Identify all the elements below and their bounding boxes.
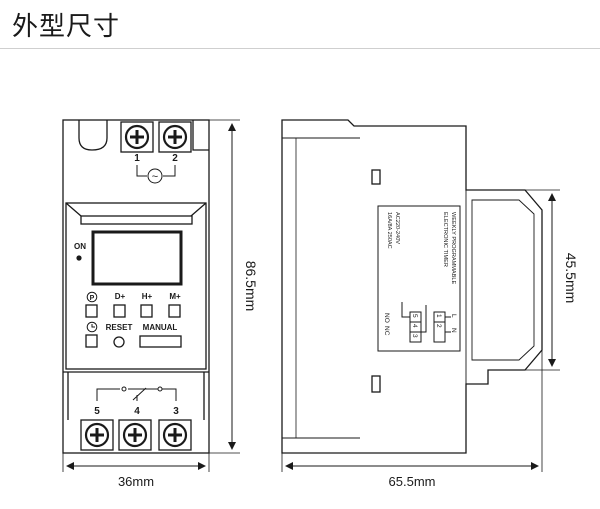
wiring-num-1: 1 [435,314,442,318]
ac-supply-wire [136,165,176,177]
terminal-1-screw [119,120,155,154]
h-plus-label: H+ [142,292,153,301]
label-line-2: ELECTRONIC TIMER [442,212,448,267]
terminal-2-label: 2 [172,153,178,164]
page-title: 外型尺寸 [12,12,121,42]
terminal-3-screw [157,418,193,452]
label-line-3: AC220-240V [394,212,400,244]
program-button [85,304,98,318]
terminal-3-label: 3 [173,406,179,417]
front-top-side-step [192,120,209,151]
front-width-dimension: 36mm [62,453,210,489]
ac-symbol-label: ~ [152,171,158,183]
side-body-outline [281,119,543,454]
terminal-4-screw [117,418,153,452]
relay-contact-wiring [96,387,177,401]
wiring-num-2: 2 [435,324,442,328]
front-height-label: 86.5mm [243,261,259,312]
wiring-no-label: NO [383,313,390,323]
terminal-1-label: 1 [134,153,140,164]
wiring-n-label: N [450,328,457,333]
terminal-5-screw [79,418,115,452]
m-plus-button [168,304,181,318]
ac-supply-symbol [147,168,163,184]
front-body-outline [62,119,210,454]
svg-text:P: P [90,295,95,302]
side-label-plate [377,205,461,352]
d-plus-button [113,304,126,318]
program-icon [86,291,98,303]
relay-wire-lines [401,302,427,333]
terminal-5-label: 5 [94,406,100,417]
side-body-ribs [282,137,360,439]
din-clip-profile [465,190,535,384]
on-led [76,255,82,261]
terminal-2-screw [157,120,193,154]
front-face-top-lip [80,215,193,225]
on-label: ON [74,242,86,251]
wiring-num-3: 3 [411,334,418,338]
front-face-bevels [65,202,207,217]
title-divider [0,48,600,49]
wiring-num-5: 5 [411,314,418,318]
side-height-dimension: 45.5mm [525,189,579,371]
supply-wire-lines [445,316,451,333]
wiring-l-label: L [450,314,457,318]
wiring-nc-label: NC [383,326,390,336]
manual-button [139,335,182,348]
front-width-label: 36mm [118,474,154,489]
label-line-1: WEEKLY PROGRAMMABLE [450,212,456,284]
h-plus-button [140,304,153,318]
front-height-dimension: 86.5mm [209,119,259,454]
front-lower-walls [67,372,205,420]
front-face-plate [65,202,207,370]
wiring-block-relay [409,311,422,343]
manual-label: MANUAL [143,323,178,332]
side-upper-slot [371,169,381,185]
side-lower-slot [371,375,381,393]
clock-button [85,334,98,348]
side-width-dimension: 65.5mm [281,350,543,489]
terminal-4-label: 4 [134,406,140,417]
d-plus-label: D+ [115,292,126,301]
reset-label: RESET [106,323,133,332]
side-view: WEEKLY PROGRAMMABLE ELECTRONIC TIMER AC2… [281,119,543,454]
clock-icon [86,321,98,333]
label-line-4: 16A/8A 250AC [386,212,392,249]
m-plus-label: M+ [169,292,181,301]
wiring-block-supply [433,311,446,343]
side-height-label: 45.5mm [563,253,579,304]
front-top-notch [78,120,108,151]
wiring-num-4: 4 [411,324,418,328]
reset-button [113,336,125,348]
front-view: ON P D+ H+ M+ RESET MANUAL 1 2 ~ [62,119,210,454]
side-width-label: 65.5mm [389,474,436,489]
lcd-display [91,230,183,286]
